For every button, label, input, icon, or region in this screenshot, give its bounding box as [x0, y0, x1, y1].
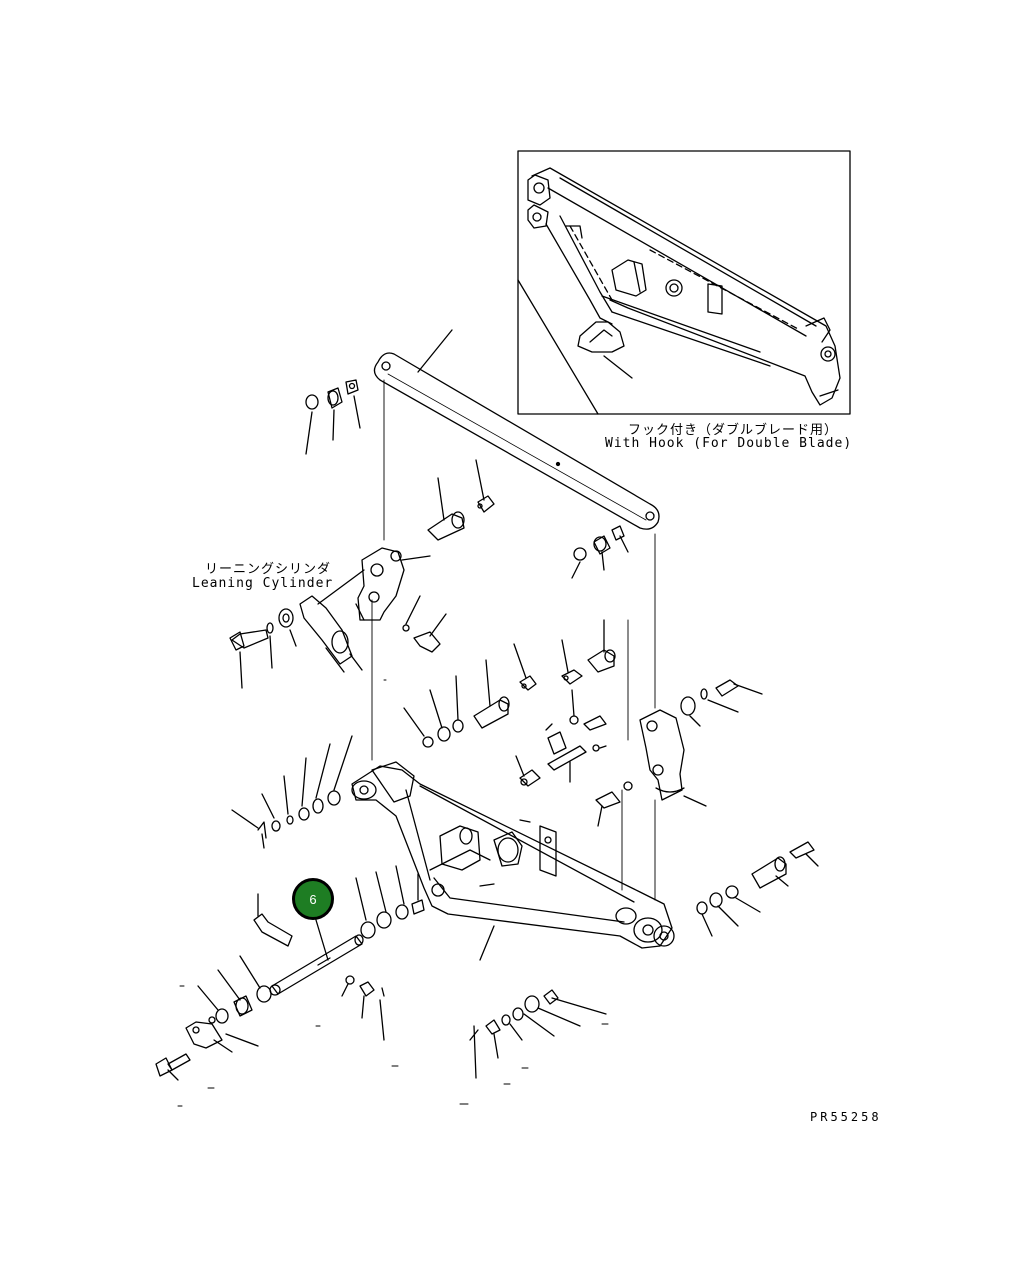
inset-caption-japanese: フック付き（ダブルブレード用） [628, 423, 839, 438]
washer-group-top-right [571, 525, 629, 579]
inset-frame-with-hook [527, 167, 841, 406]
mid-pins [403, 619, 616, 787]
leaning-cylinder-label-japanese: リーニングシリンダ [205, 562, 332, 577]
leader-ticks [177, 679, 609, 1107]
cylinder-rod-end [229, 569, 365, 689]
center-lines [371, 379, 656, 901]
washer-group-left [231, 735, 353, 849]
right-pin [696, 841, 819, 937]
washer-group-top-left [305, 379, 361, 455]
main-frame [351, 761, 675, 961]
pin-assembly [155, 865, 425, 1081]
washer-group-bottom-right [469, 989, 607, 1079]
inset-caption-english: With Hook (For Double Blade) [605, 436, 853, 451]
callout-number: 6 [309, 891, 317, 907]
drawing-code: PR55258 [810, 1110, 882, 1124]
inset-box [517, 150, 851, 415]
leaning-cylinder-bracket [355, 459, 495, 653]
right-bracket [595, 679, 763, 827]
part-callout-marker[interactable]: 6 [292, 878, 334, 920]
top-link-rod [373, 329, 660, 530]
leaning-cylinder-label-english: Leaning Cylinder [192, 576, 334, 591]
